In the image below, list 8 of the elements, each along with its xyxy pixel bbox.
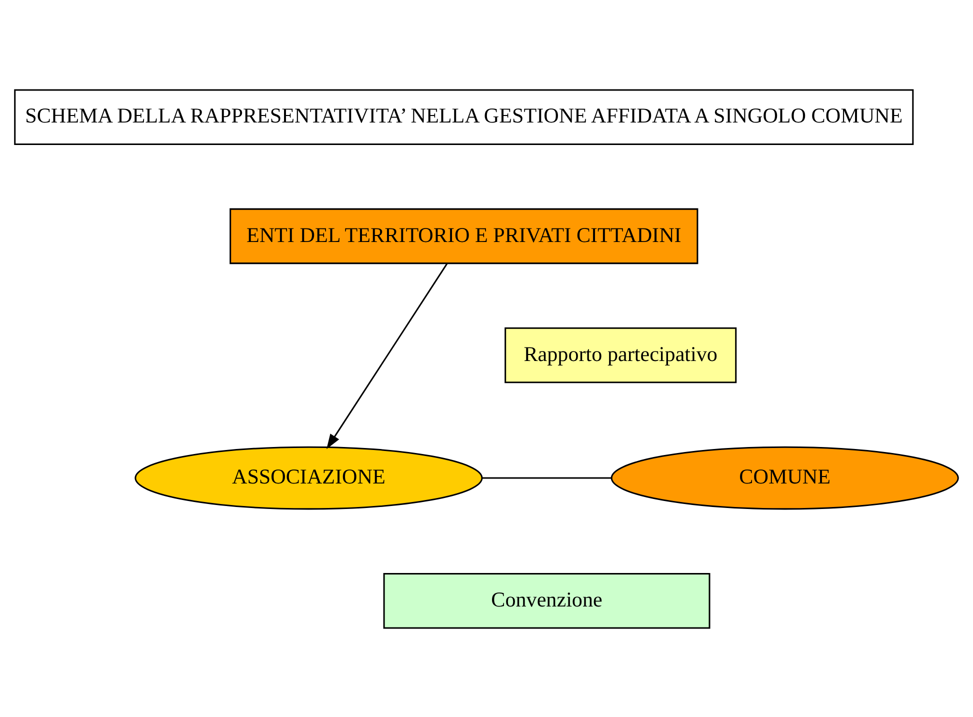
node-box: SCHEMA DELLA RAPPRESENTATIVITA’ NELLA GESTIONE AFFIDATA A SINGOLO COMUNE [14,88,914,145]
connector [482,476,612,478]
node-box: Rapporto partecipativo [504,326,737,383]
node-ellipse: ASSOCIAZIONE [134,446,483,510]
node-box: Convenzione [383,572,710,628]
arrow [326,262,448,449]
node-ellipse: COMUNE [610,446,959,510]
node-box: ENTI DEL TERRITORIO E PRIVATI CITTADINI [230,208,698,264]
